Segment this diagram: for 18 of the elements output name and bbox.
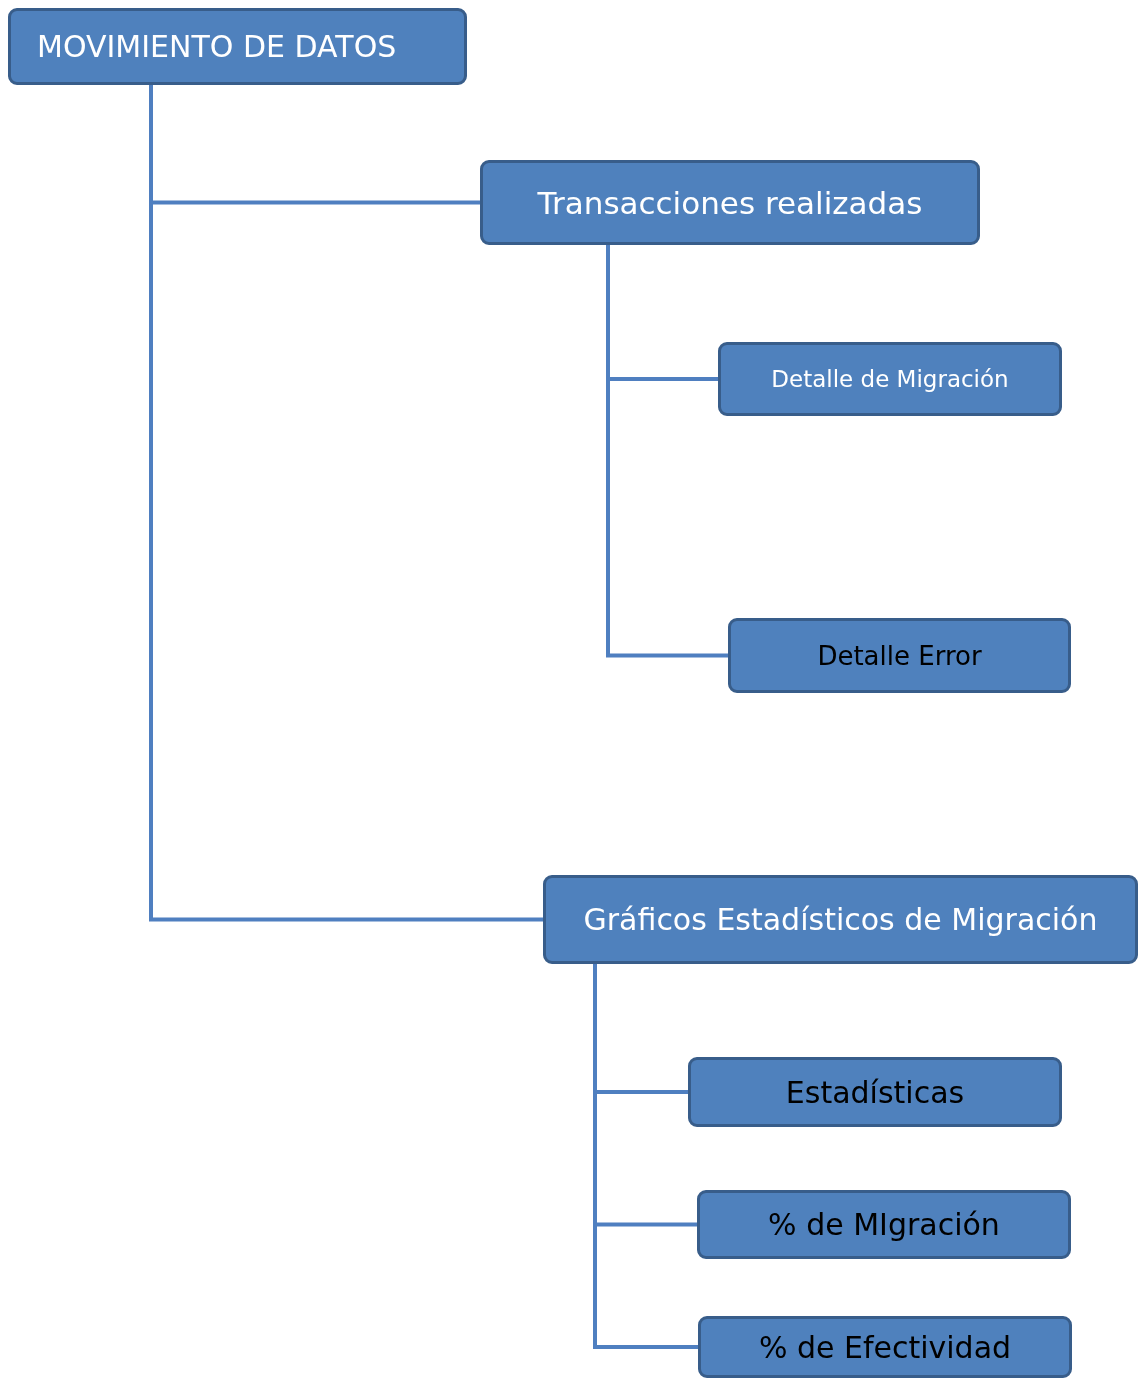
topic-box [688, 1057, 1062, 1127]
box-label: MOVIMIENTO DE DATOS [37, 29, 397, 64]
topic-box [698, 1316, 1072, 1378]
topic-box [728, 618, 1071, 693]
box-label: Transacciones realizadas [537, 184, 923, 221]
topic-box [480, 160, 980, 245]
topic-box [543, 875, 1138, 964]
box-label: Estadísticas [785, 1074, 965, 1110]
box-label: % de Efectividad [758, 1329, 1012, 1365]
box-label: % de MIgración [768, 1207, 1000, 1242]
connector-line [593, 964, 698, 1349]
topic-box [718, 342, 1062, 416]
topic-box [697, 1190, 1071, 1259]
connector-line [606, 245, 728, 658]
box-label: Detalle de Migración [771, 366, 1009, 392]
box-label: Detalle Error [817, 640, 982, 671]
box-label: Gráficos Estadísticos de Migración [583, 902, 1098, 937]
topic-box [8, 8, 467, 85]
